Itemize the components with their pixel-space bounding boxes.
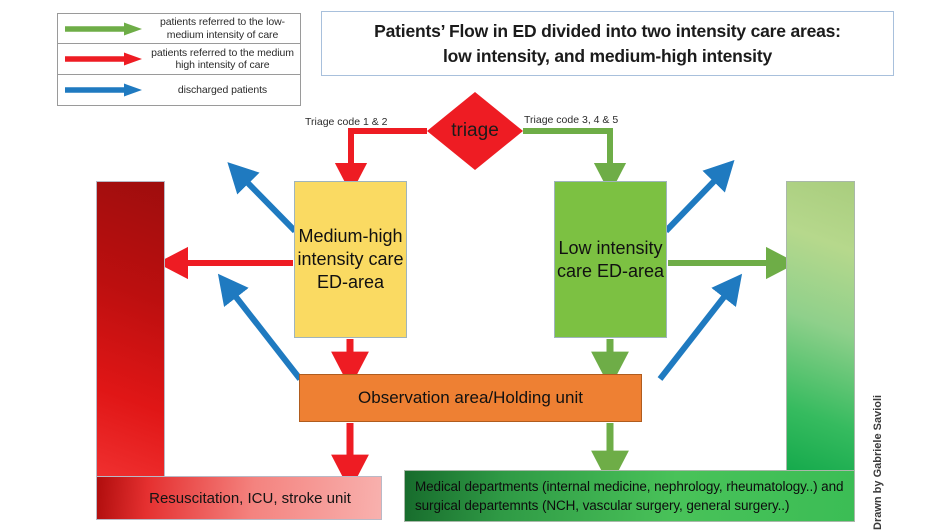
node-medium-high-intensity: Medium-high intensity care ED-area <box>294 181 407 338</box>
credit: Drawn by Gabriele Savioli <box>872 380 902 530</box>
node-resuscitation-label: Resuscitation, ICU, stroke unit <box>149 489 351 507</box>
edge-label-triage-code-1-2: Triage code 1 & 2 <box>305 116 388 128</box>
diagram-title: Patients’ Flow in ED divided into two in… <box>321 11 894 76</box>
node-medium-high-intensity-label: Medium-high intensity care ED-area <box>297 226 404 292</box>
node-observation-area: Observation area/Holding unit <box>299 374 642 422</box>
legend-item-medium-high: patients referred to the medium high int… <box>58 44 300 75</box>
red-right-arrow-icon <box>58 51 150 67</box>
diagram-title-text: Patients’ Flow in ED divided into two in… <box>374 19 841 69</box>
green-right-arrow-icon <box>58 21 150 37</box>
arrow-discharge-from-observation-left <box>217 273 303 381</box>
arrow-discharge-from-observation-right <box>657 273 743 381</box>
resuscitation-vertical-bar <box>96 181 165 477</box>
arrow-discharge-from-low <box>663 160 735 234</box>
legend-item-label: discharged patients <box>177 83 268 96</box>
arrow-triage-to-medium-high <box>334 128 427 194</box>
node-observation-area-label: Observation area/Holding unit <box>358 388 583 407</box>
legend-item-label: patients referred to the low-medium inte… <box>160 16 285 41</box>
departments-vertical-bar <box>786 181 855 477</box>
arrow-discharge-from-medium-high <box>227 162 298 234</box>
legend-item-label: patients referred to the medium high int… <box>151 46 294 71</box>
arrow-triage-to-low <box>523 128 627 194</box>
node-resuscitation: Resuscitation, ICU, stroke unit <box>96 476 382 520</box>
legend-item-low-medium: patients referred to the low-medium inte… <box>58 14 300 45</box>
blue-right-arrow-icon <box>58 82 150 98</box>
node-departments: Medical departments (internal medicine, … <box>404 470 855 522</box>
node-triage-label: triage <box>451 120 499 141</box>
node-low-intensity-label: Low intensity care ED-area <box>556 237 665 281</box>
diagram-title-line1: Patients’ Flow in ED divided into two in… <box>374 20 841 41</box>
credit-text: Drawn by Gabriele Savioli <box>872 394 884 530</box>
node-triage: triage <box>427 92 523 170</box>
diagram-title-line2: low intensity, and medium-high intensity <box>442 45 773 66</box>
legend: patients referred to the low-medium inte… <box>57 13 301 106</box>
legend-item-discharged: discharged patients <box>58 75 300 105</box>
edge-label-triage-code-3-4-5: Triage code 3, 4 & 5 <box>524 114 619 126</box>
node-low-intensity: Low intensity care ED-area <box>554 181 667 338</box>
node-departments-label: Medical departments (internal medicine, … <box>415 478 844 513</box>
